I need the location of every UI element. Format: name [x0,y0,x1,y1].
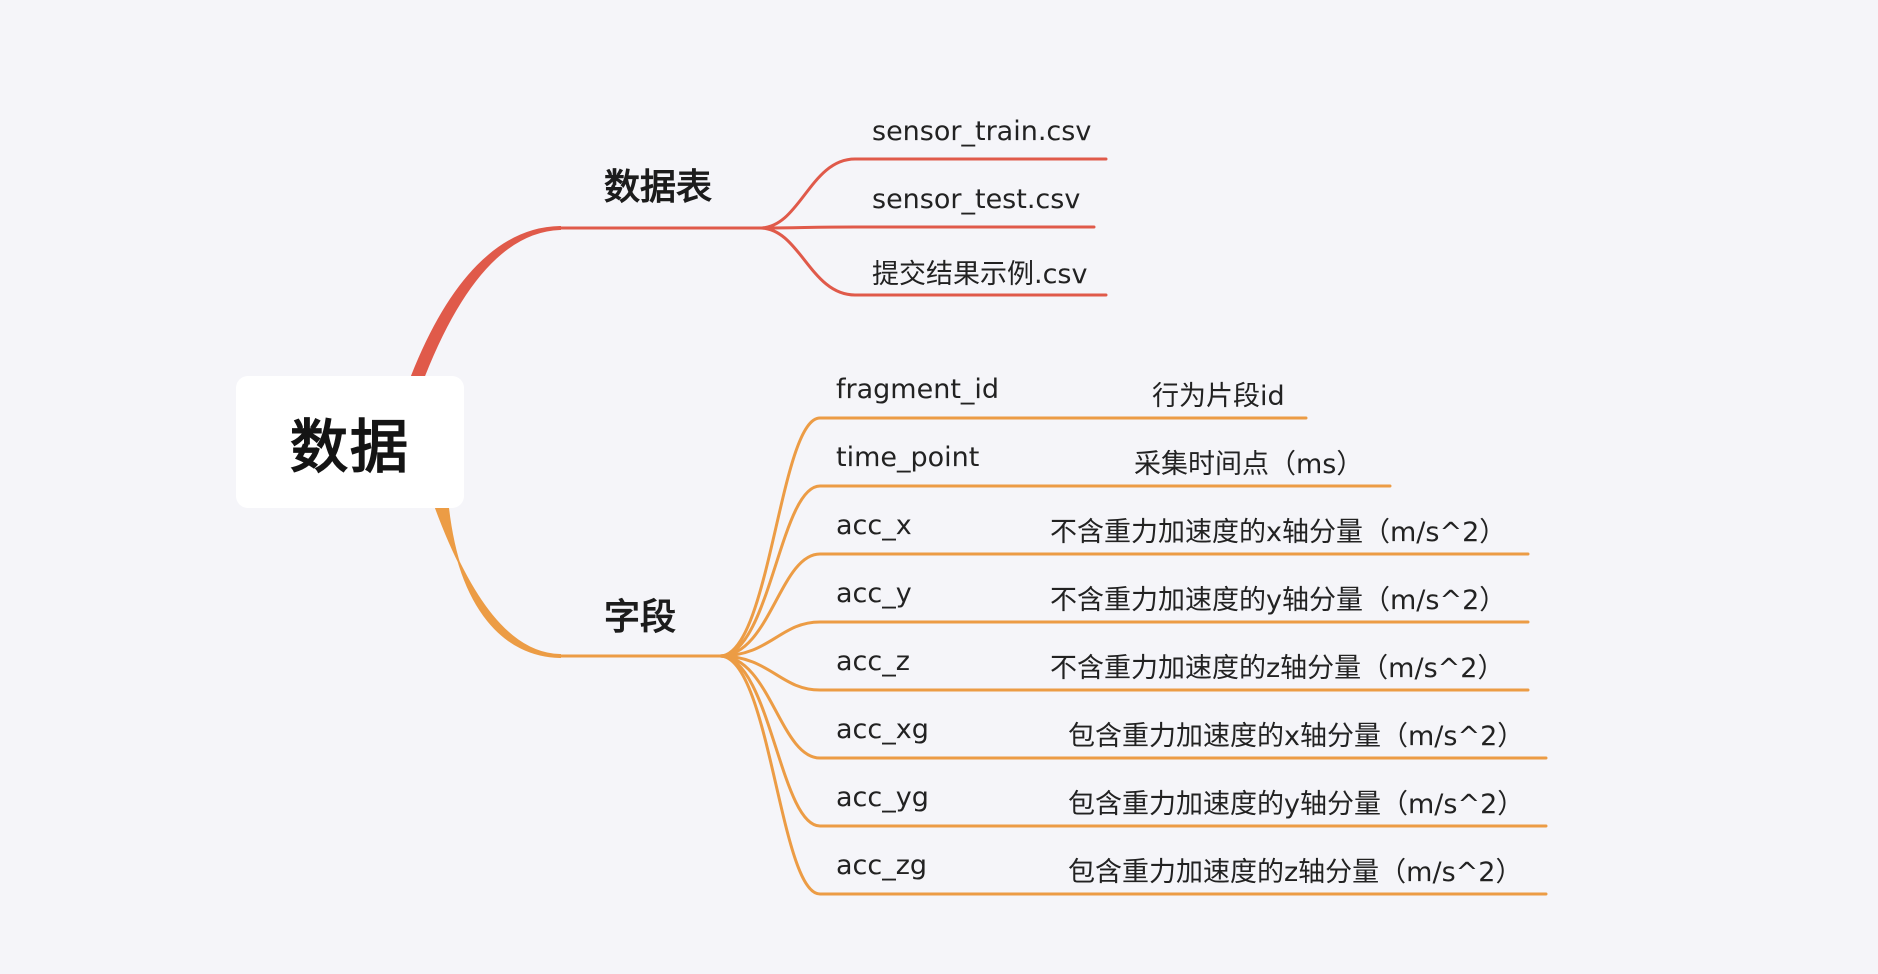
connector-field-leaf-0 [718,416,1308,658]
leaf-sensor-train[interactable]: sensor_train.csv [872,116,1092,147]
field-name-acc-xg[interactable]: acc_xg [836,714,929,745]
connector-field-leaf-6 [718,654,1548,828]
field-desc-acc-yg: 包含重力加速度的y轴分量（m/s^2） [1068,789,1525,820]
connector-field-leaf-3 [718,620,1530,658]
field-name-acc-y[interactable]: acc_y [836,578,912,609]
field-desc-acc-xg: 包含重力加速度的x轴分量（m/s^2） [1068,721,1525,752]
connector-root-to-tables [410,225,561,377]
connector-table-leaf-0 [758,157,1108,230]
connector-field-leaf-7 [718,654,1548,896]
field-desc-acc-y: 不含重力加速度的y轴分量（m/s^2） [1050,585,1507,616]
connector-table-leaf-1 [758,225,1096,230]
field-name-acc-zg[interactable]: acc_zg [836,850,928,881]
root-label: 数据 [289,413,410,481]
field-desc-acc-zg: 包含重力加速度的z轴分量（m/s^2） [1068,857,1523,888]
connector-field-leaf-1 [718,484,1392,658]
leaf-submission-example[interactable]: 提交结果示例.csv [872,259,1088,290]
field-desc-acc-x: 不含重力加速度的x轴分量（m/s^2） [1050,517,1507,548]
connector-field-leaf-4 [718,654,1530,692]
branch-fields[interactable]: 字段 [604,597,677,638]
root-node[interactable]: 数据 [236,376,464,508]
field-name-acc-z[interactable]: acc_z [836,646,910,677]
field-desc-acc-z: 不含重力加速度的z轴分量（m/s^2） [1050,653,1505,684]
leaf-sensor-test[interactable]: sensor_test.csv [872,184,1081,215]
field-desc-fragment-id: 行为片段id [1152,381,1285,412]
connector-field-leaf-5 [718,654,1548,760]
field-desc-time-point: 采集时间点（ms） [1134,449,1364,480]
connector-table-leaf-2 [758,226,1108,297]
field-name-acc-x[interactable]: acc_x [836,510,912,541]
field-name-time-point[interactable]: time_point [836,442,980,473]
branch-tables[interactable]: 数据表 [604,167,713,208]
field-name-fragment-id[interactable]: fragment_id [836,374,1000,405]
connector-root-to-fields [434,507,561,659]
field-name-acc-yg[interactable]: acc_yg [836,782,929,813]
connector-field-leaf-2 [718,552,1530,658]
